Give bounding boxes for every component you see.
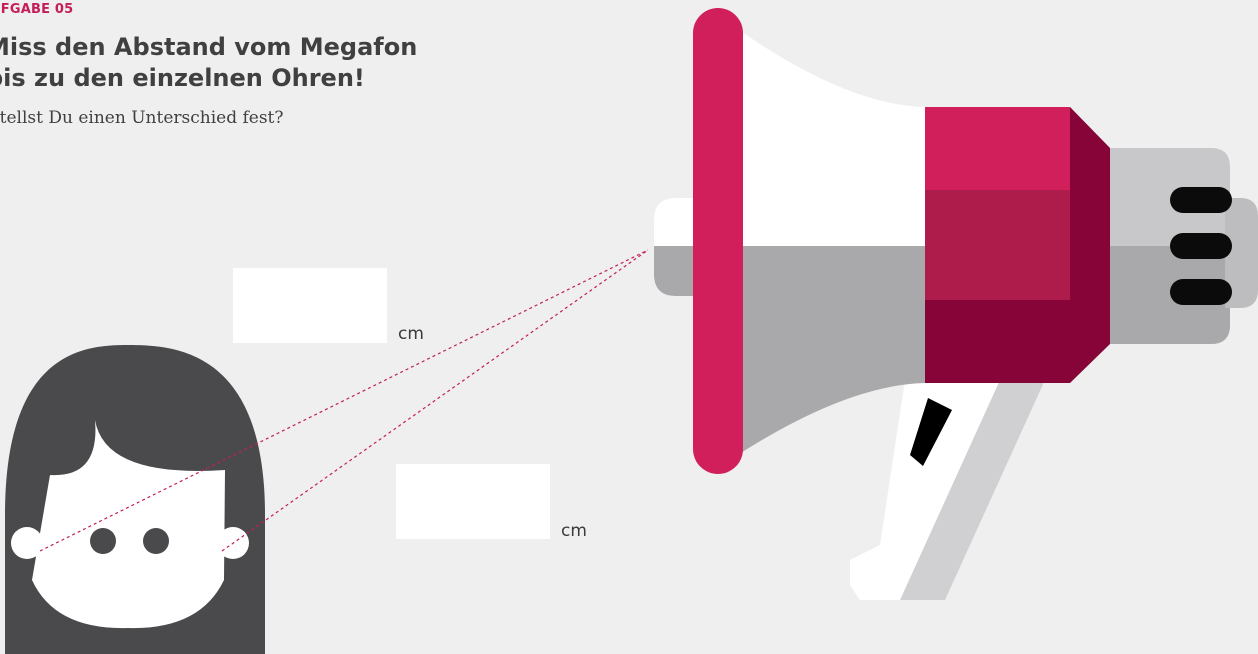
task-label: UFGABE 05 (0, 2, 74, 17)
task-title-line2: bis zu den einzelnen Ohren! (0, 64, 365, 92)
task-title-line1: Miss den Abstand vom Megafon (0, 33, 418, 61)
task-subtitle: Stellst Du einen Unterschied fest? (0, 108, 284, 128)
distance-line-left-ear (39, 249, 649, 552)
unit-label-2: cm (561, 521, 587, 541)
distance-line-right-ear (221, 249, 649, 552)
distance-input-1[interactable] (233, 268, 387, 343)
person-head-icon (5, 345, 265, 654)
megaphone-icon (654, 8, 1258, 600)
distance-input-2[interactable] (396, 464, 550, 539)
unit-label-1: cm (398, 324, 424, 344)
task-title: Miss den Abstand vom Megafon bis zu den … (0, 32, 417, 94)
